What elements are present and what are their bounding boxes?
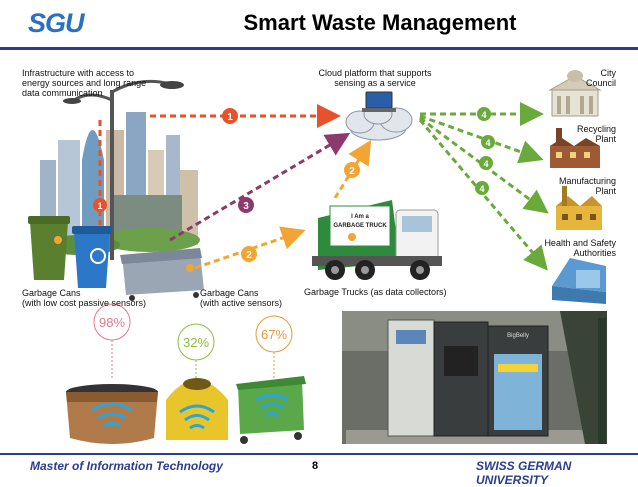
health-safety-label: Health and Safety Authorities — [544, 238, 616, 258]
step-badge-2a: 2 — [241, 246, 257, 262]
recycling-plant-icon — [550, 128, 600, 168]
step-badge-4b: 4 — [481, 135, 495, 149]
wooden-bin-icon — [66, 384, 158, 444]
active-cans-label: Garbage Cans (with active sensors) — [200, 288, 283, 308]
passive-garbage-cans — [28, 216, 112, 288]
step-badge-1: 1 — [222, 108, 238, 124]
cloud-platform-icon — [345, 91, 413, 141]
street-lamp-icon — [63, 79, 184, 260]
manufacturing-plant-label: Manufacturing Plant — [558, 176, 616, 196]
fill-level-label-67: 67% — [261, 327, 287, 342]
infrastructure-label: Infrastructure with access to energy sou… — [22, 68, 147, 98]
manufacturing-plant-icon — [556, 186, 602, 230]
step-badge-1b: 1 — [93, 198, 107, 212]
truck-sign-line2: GARBAGE TRUCK — [333, 223, 387, 229]
fill-level-label-98: 98% — [99, 315, 125, 330]
health-authority-icon — [552, 258, 606, 304]
garbage-truck-icon — [312, 200, 442, 280]
cloud-platform-label: Cloud platform that supports sensing as … — [318, 68, 432, 88]
fill-level-panel: 98% 32% 67% — [66, 303, 306, 444]
passive-cans-label: Garbage Cans (with low cost passive sens… — [22, 288, 147, 308]
svg-text:1: 1 — [227, 112, 233, 123]
footer-university: SWISS GERMAN UNIVERSITY — [476, 459, 572, 487]
step-badge-2b: 2 — [344, 162, 360, 178]
bigbelly-photo: BigBelly — [342, 311, 607, 444]
svg-text:4: 4 — [479, 184, 484, 194]
recycling-plant-label: Recycling Plant — [576, 124, 616, 144]
svg-text:1: 1 — [97, 201, 102, 211]
svg-text:4: 4 — [481, 110, 486, 120]
arrow-4-manufacturing — [419, 116, 549, 214]
page-number: 8 — [312, 460, 319, 472]
sgu-logo: SGU — [28, 8, 85, 38]
step-badge-4d: 4 — [475, 181, 489, 195]
bigbelly-brand: BigBelly — [507, 333, 529, 339]
truck-sign-line1: I Am a — [351, 214, 369, 220]
city-council-icon — [548, 70, 602, 117]
svg-text:2: 2 — [246, 250, 252, 261]
footer-program: Master of Information Technology — [30, 459, 223, 473]
title-divider — [0, 47, 638, 50]
svg-text:2: 2 — [349, 166, 355, 177]
active-garbage-cans — [120, 248, 204, 301]
fill-level-label-32: 32% — [183, 335, 209, 350]
step-badge-4a: 4 — [477, 107, 491, 121]
step-badge-4c: 4 — [479, 156, 493, 170]
arrow-3-cans-cloud — [169, 132, 351, 242]
svg-text:4: 4 — [485, 138, 490, 148]
yellow-bin-icon — [166, 378, 228, 440]
slide-title: Smart Waste Management — [243, 10, 517, 35]
svg-text:4: 4 — [483, 159, 488, 169]
step-badge-3: 3 — [238, 197, 254, 213]
svg-text:3: 3 — [243, 201, 249, 212]
green-container-icon — [236, 376, 306, 444]
arrow-4-recycling — [419, 114, 544, 164]
trucks-label: Garbage Trucks (as data collectors) — [304, 287, 447, 297]
city-council-label: City Council — [585, 68, 616, 88]
footer-divider — [0, 453, 638, 455]
